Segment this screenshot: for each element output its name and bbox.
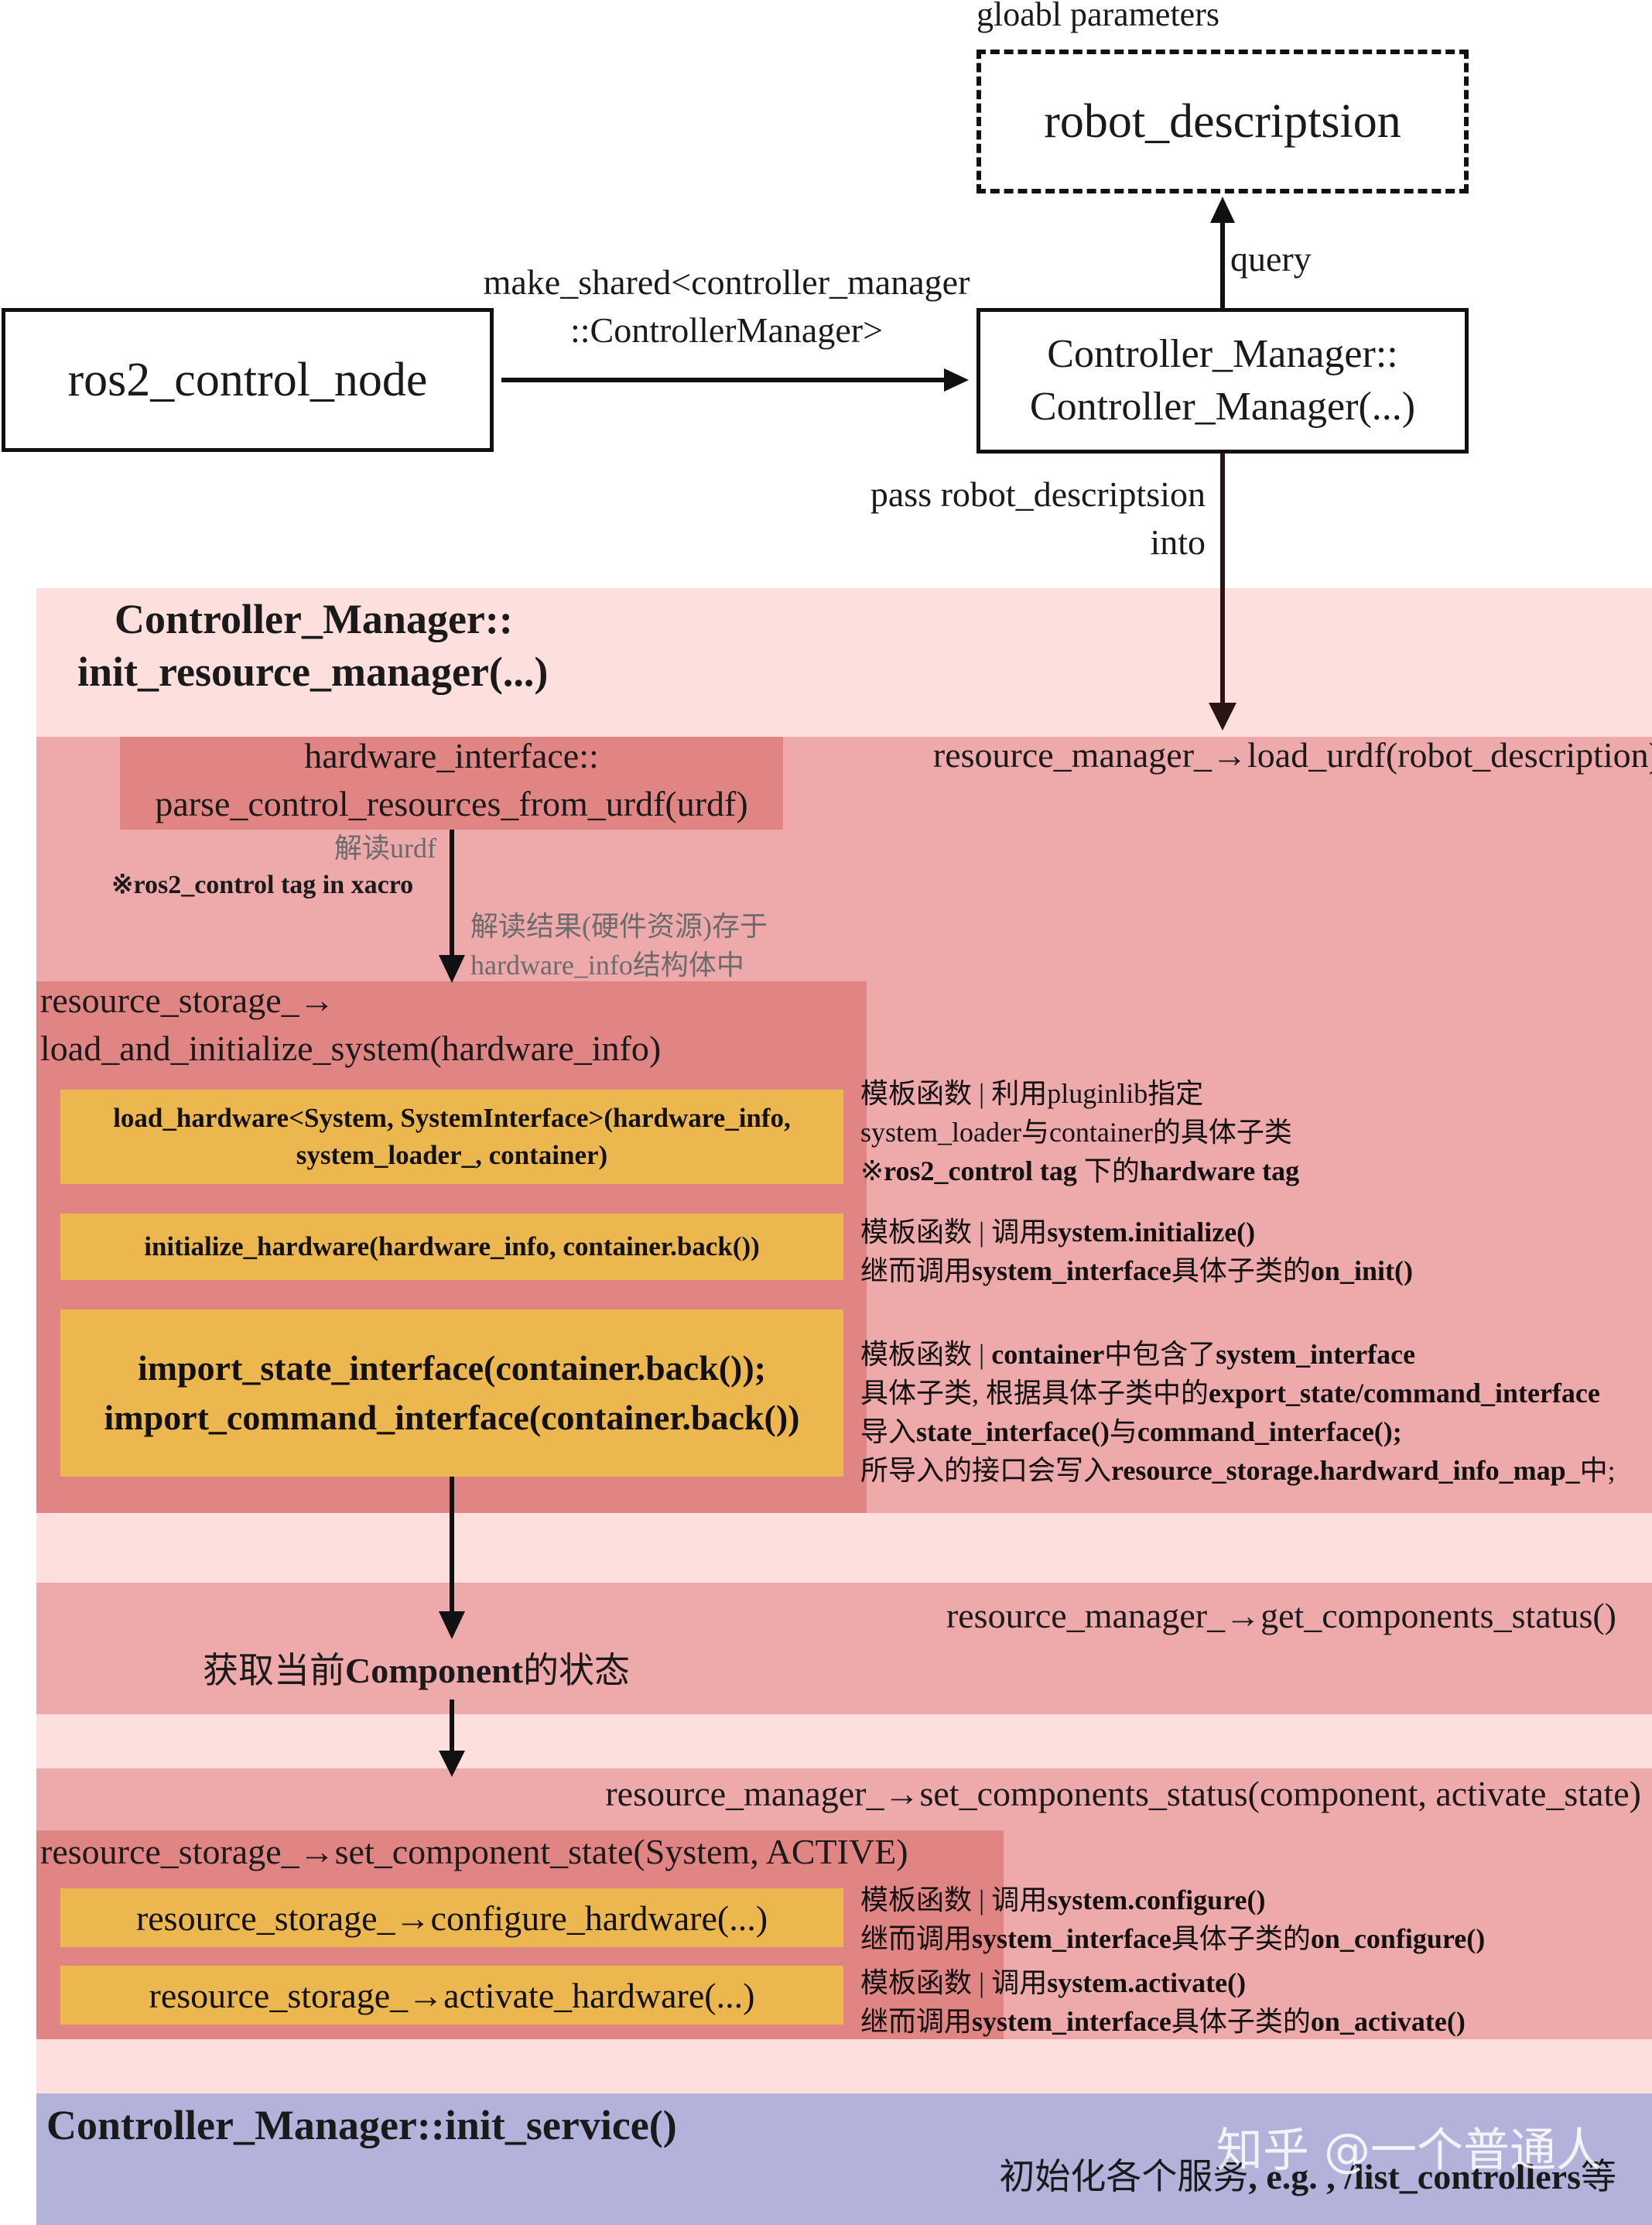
configure-hardware-note-line2: 继而调用system_interface具体子类的on_configure() [860, 1923, 1486, 1954]
pass-description-label: pass robot_descriptsion into [789, 471, 1206, 567]
controller-manager-ctor-box: Controller_Manager:: Controller_Manager(… [976, 308, 1469, 454]
hardware-info-note-line2: hardware_info结构体中 [470, 950, 744, 981]
parse-urdf-label: hardware_interface:: parse_control_resou… [120, 732, 783, 828]
spacer-region-1 [36, 1513, 1652, 1583]
load-and-initialize-label: resource_storage_→ load_and_initialize_s… [40, 977, 661, 1073]
init-resource-manager-title-line2: init_resource_manager(...) [77, 649, 549, 695]
parse-urdf-region [120, 737, 783, 830]
hardware-info-note: 解读结果(硬件资源)存于 hardware_info结构体中 [470, 907, 768, 984]
query-label: query [1230, 239, 1312, 279]
get-status-region [36, 1583, 1652, 1714]
parse-urdf-line1: hardware_interface:: [304, 736, 599, 775]
import-command-interface-line: import_command_interface(container.back(… [104, 1398, 800, 1437]
init-resource-manager-title: Controller_Manager:: init_resource_manag… [77, 593, 548, 698]
import-state-interface-line: import_state_interface(container.back())… [137, 1348, 766, 1388]
activate-hardware-box: resource_storage_→activate_hardware(...) [60, 1966, 843, 2025]
configure-hardware-note: 模板函数 | 调用system.configure() 继而调用system_i… [860, 1881, 1485, 1958]
load-hardware-note-line3: ※ros2_control tag 下的hardware tag [860, 1155, 1300, 1186]
init-service-title: Controller_Manager::init_service() [46, 2102, 677, 2148]
activate-hardware-label: resource_storage_→activate_hardware(...) [149, 1975, 755, 2015]
make-shared-line2: ::ControllerManager> [569, 310, 884, 350]
configure-hardware-label: resource_storage_→configure_hardware(...… [135, 1898, 768, 1938]
init-resource-manager-header-region [36, 588, 1652, 737]
make-shared-label: make_shared<controller_manager ::Control… [460, 258, 994, 354]
set-component-state-label: resource_storage_→set_component_state(Sy… [40, 1832, 908, 1871]
spacer-region-2 [36, 1714, 1652, 1768]
arrowhead-parse-to-storage [439, 955, 465, 983]
make-shared-line1: make_shared<controller_manager [483, 262, 970, 302]
pass-description-line2: into [1150, 522, 1206, 562]
arrowhead-to-get-status [439, 1611, 465, 1639]
pass-description-line1: pass robot_descriptsion [870, 474, 1206, 514]
arrowhead-to-set-status [439, 1751, 465, 1777]
load-and-initialize-line2: load_and_initialize_system(hardware_info… [40, 1029, 662, 1068]
parse-urdf-note: 解读urdf [334, 833, 436, 864]
init-resource-manager-title-line1: Controller_Manager:: [115, 596, 513, 642]
robot-description-label: robot_descriptsion [1044, 94, 1401, 148]
load-and-initialize-line1: resource_storage_→ [40, 981, 335, 1020]
load-hardware-note-line2: system_loader与container的具体子类 [860, 1117, 1292, 1148]
initialize-hardware-label: initialize_hardware(hardware_info, conta… [144, 1231, 760, 1261]
robot-description-box: robot_descriptsion [976, 50, 1469, 193]
init-service-region [36, 2093, 1652, 2225]
import-interfaces-note-line3: 导入state_interface()与command_interface(); [860, 1416, 1402, 1447]
set-components-status-label: resource_manager_→set_components_status(… [605, 1774, 1641, 1813]
ros2-control-node-box: ros2_control_node [2, 308, 494, 452]
import-interfaces-note: 模板函数 | container中包含了system_interface 具体子… [860, 1335, 1616, 1490]
hardware-info-note-line1: 解读结果(硬件资源)存于 [470, 911, 768, 942]
activate-hardware-note: 模板函数 | 调用system.activate() 继而调用system_in… [860, 1963, 1466, 2041]
import-interfaces-box: import_state_interface(container.back())… [60, 1309, 843, 1477]
initialize-hardware-note: 模板函数 | 调用system.initialize() 继而调用system_… [860, 1213, 1413, 1290]
spacer-region-3 [36, 2039, 1652, 2093]
load-hardware-line2: system_loader_, container) [296, 1140, 608, 1170]
arrowhead-query [1210, 197, 1235, 223]
get-components-status-label: resource_manager_→get_components_status(… [946, 1596, 1616, 1635]
configure-hardware-note-line1: 模板函数 | 调用system.configure() [860, 1884, 1266, 1915]
zhihu-watermark: 知乎 @一个普通人 [1216, 2124, 1602, 2178]
import-interfaces-note-line4: 所导入的接口会写入resource_storage.hardward_info_… [860, 1455, 1616, 1486]
import-interfaces-note-line2: 具体子类, 根据具体子类中的export_state/command_inter… [860, 1378, 1600, 1409]
ros2-control-node-label: ros2_control_node [67, 353, 428, 406]
controller-manager-ctor-line2: Controller_Manager(...) [1029, 385, 1416, 429]
initialize-hardware-note-line1: 模板函数 | 调用system.initialize() [860, 1217, 1256, 1248]
initialize-hardware-note-line2: 继而调用system_interface具体子类的on_init() [860, 1255, 1413, 1286]
configure-hardware-box: resource_storage_→configure_hardware(...… [60, 1888, 843, 1947]
import-interfaces-note-line1: 模板函数 | container中包含了system_interface [860, 1339, 1416, 1370]
initialize-hardware-box: initialize_hardware(hardware_info, conta… [60, 1213, 843, 1280]
arrowhead-pass-description [1209, 703, 1236, 731]
load-hardware-box: load_hardware<System, SystemInterface>(h… [60, 1090, 843, 1184]
arrowhead-node-to-cm [944, 368, 969, 392]
load-urdf-label: resource_manager_→load_urdf(robot_descri… [932, 735, 1652, 775]
load-hardware-line1: load_hardware<System, SystemInterface>(h… [113, 1103, 791, 1133]
activate-hardware-note-line2: 继而调用system_interface具体子类的on_activate() [860, 2006, 1466, 2037]
load-hardware-note-line1: 模板函数 | 利用pluginlib指定 [860, 1078, 1204, 1109]
global-parameters-label: gloabl parameters [976, 0, 1219, 33]
load-hardware-note: 模板函数 | 利用pluginlib指定 system_loader与conta… [860, 1074, 1299, 1190]
activate-hardware-note-line1: 模板函数 | 调用system.activate() [860, 1967, 1247, 1998]
init-service-description: 初始化各个服务, e.g. , /list_controllers等 [999, 2157, 1616, 2196]
parse-urdf-line2: parse_control_resources_from_urdf(urdf) [155, 784, 748, 823]
controller-manager-ctor-line1: Controller_Manager:: [1047, 332, 1398, 376]
xacro-tag-note: ※ros2_control tag in xacro [111, 871, 414, 899]
current-component-state-label: 获取当前Component的状态 [203, 1651, 631, 1690]
